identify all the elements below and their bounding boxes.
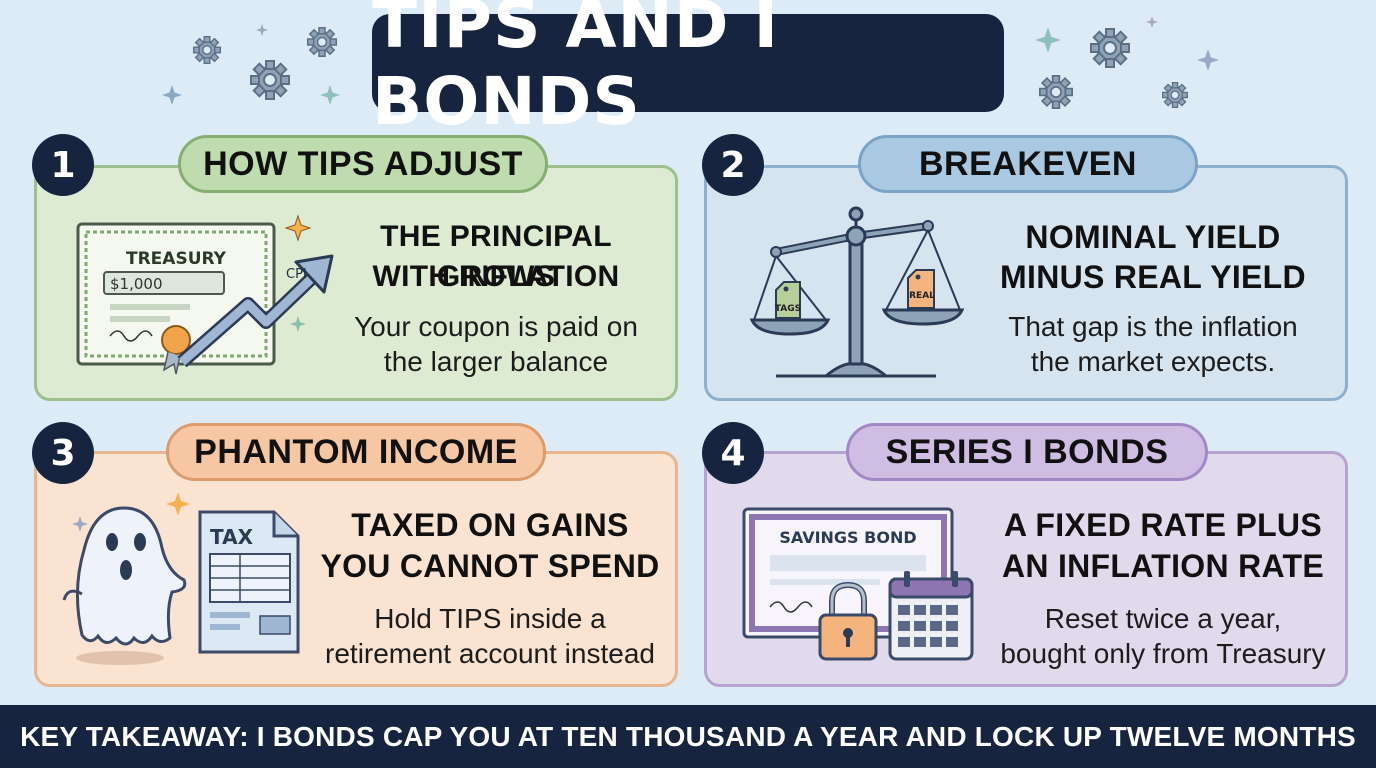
panel-breakeven [704, 165, 1348, 401]
panel-label: PHANTOM INCOME [166, 423, 546, 481]
sparkle-icon [1035, 27, 1061, 53]
treasury-certificate-icon: TREASURY $1,000 CPI [76, 214, 334, 375]
bond-title: SAVINGS BOND [779, 528, 916, 547]
sparkle-icon [1146, 16, 1158, 28]
key-takeaway-banner: KEY TAKEAWAY: I BONDS CAP YOU AT TEN THO… [0, 705, 1376, 768]
sparkle-icon [72, 516, 88, 532]
sparkle-icon [284, 214, 312, 242]
step-number-badge: 1 [32, 134, 94, 196]
cert-amount: $1,000 [110, 275, 163, 293]
gear-icon [1090, 28, 1130, 68]
panel-heading-line2: YOU CANNOT SPEND [320, 548, 660, 584]
tax-document-icon: TAX [198, 510, 300, 654]
sparkle-icon [162, 85, 182, 105]
panel-body-line2: bought only from Treasury [1000, 638, 1326, 669]
padlock-icon [818, 581, 878, 661]
panel-heading-line1: NOMINAL YIELD [1025, 219, 1281, 255]
cpi-label: CPI [286, 267, 307, 282]
balance-scale-icon: TAGS REAL [749, 206, 965, 378]
gear-icon [1038, 74, 1074, 110]
panel-label: SERIES I BONDS [846, 423, 1208, 481]
ghost-icon: TAX [62, 492, 300, 665]
panel-body-line1: Your coupon is paid on [354, 311, 638, 342]
step-number-badge: 2 [702, 134, 764, 196]
panel-body-line2: the market expects. [1030, 346, 1276, 377]
savings-bond-icon: SAVINGS BOND [742, 507, 974, 661]
panel-heading-line1: THE PRINCIPAL GROWS [380, 220, 612, 293]
scale-tag-right: REAL [909, 291, 935, 301]
gear-icon [250, 60, 290, 100]
sparkle-icon [320, 85, 340, 105]
panel-heading-line2: AN INFLATION RATE [1001, 548, 1325, 584]
calendar-icon [888, 571, 974, 661]
panel-label: HOW TIPS ADJUST [178, 135, 548, 193]
key-takeaway-text: KEY TAKEAWAY: I BONDS CAP YOU AT TEN THO… [20, 720, 1356, 752]
panel-body-line1: Reset twice a year, [1044, 603, 1282, 634]
cert-title: TREASURY [126, 249, 227, 269]
step-number-badge: 4 [702, 422, 764, 484]
panel-body-line1: That gap is the inflation [1008, 311, 1298, 342]
tax-doc-title: TAX [210, 525, 254, 549]
sparkle-icon [166, 492, 190, 516]
scale-tag-left: TAGS [775, 304, 801, 314]
sparkle-icon [1197, 49, 1219, 71]
panel-body-line2: the larger balance [383, 346, 609, 377]
step-number-badge: 3 [32, 422, 94, 484]
sparkle-icon [290, 316, 306, 332]
panel-heading-line1: A FIXED RATE PLUS [1003, 507, 1322, 543]
panel-heading-line2: WITH INFLATION [372, 260, 620, 293]
gear-icon [307, 27, 337, 57]
panel-label: BREAKEVEN [858, 135, 1198, 193]
gear-icon [192, 36, 222, 64]
title-banner: TIPS AND I BONDS [372, 0, 1004, 140]
panel-body-line2: retirement account instead [325, 638, 655, 669]
panel-heading-line1: TAXED ON GAINS [351, 507, 629, 543]
page-title: TIPS AND I BONDS [372, 0, 780, 140]
sparkle-icon [256, 24, 268, 36]
gear-icon [1162, 82, 1188, 108]
panel-body-line1: Hold TIPS inside a [374, 603, 606, 634]
panel-heading-line2: MINUS REAL YIELD [1000, 259, 1306, 295]
